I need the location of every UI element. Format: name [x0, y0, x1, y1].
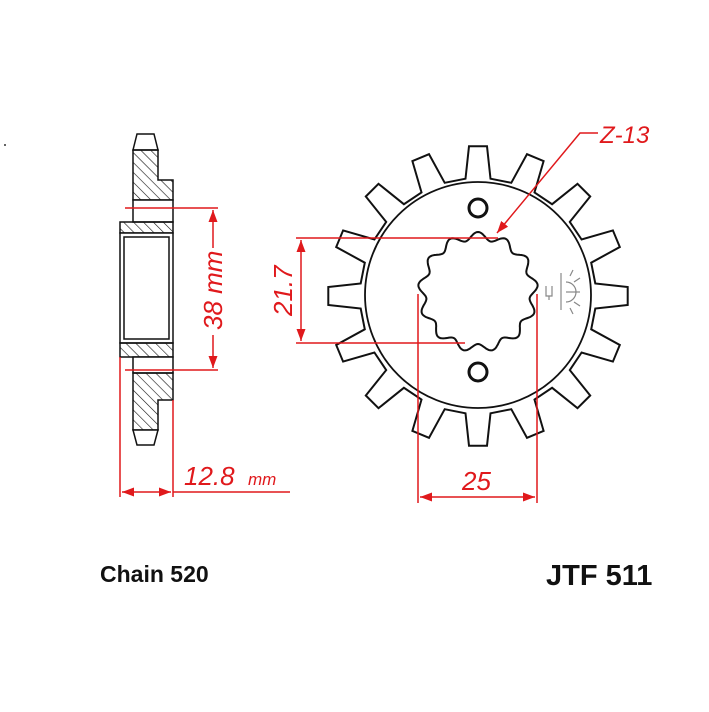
- teeth-count-label: Z-13: [599, 122, 650, 149]
- spline-width-label: 25: [461, 466, 491, 496]
- width-label: 12.8: [184, 461, 235, 491]
- hub-diameter-label: 38 mm: [198, 251, 228, 330]
- chain-label: Chain 520: [100, 561, 209, 587]
- spline-bore-outline: [417, 230, 539, 352]
- spline-height-label: 21.7: [268, 264, 298, 317]
- direction-symbol-icon: [545, 269, 581, 315]
- width-unit-label: mm: [248, 470, 276, 489]
- side-view: [119, 133, 174, 446]
- stray-dot: [4, 144, 6, 146]
- dimension-lines: [119, 132, 598, 503]
- sprocket-front-view: [327, 145, 629, 447]
- part-number-label: JTF 511: [546, 560, 652, 592]
- pitch-circle: [364, 181, 592, 409]
- bolt-hole-top: [467, 197, 489, 219]
- bolt-hole-bottom: [467, 361, 489, 383]
- sprocket-teeth-outline: [327, 145, 629, 447]
